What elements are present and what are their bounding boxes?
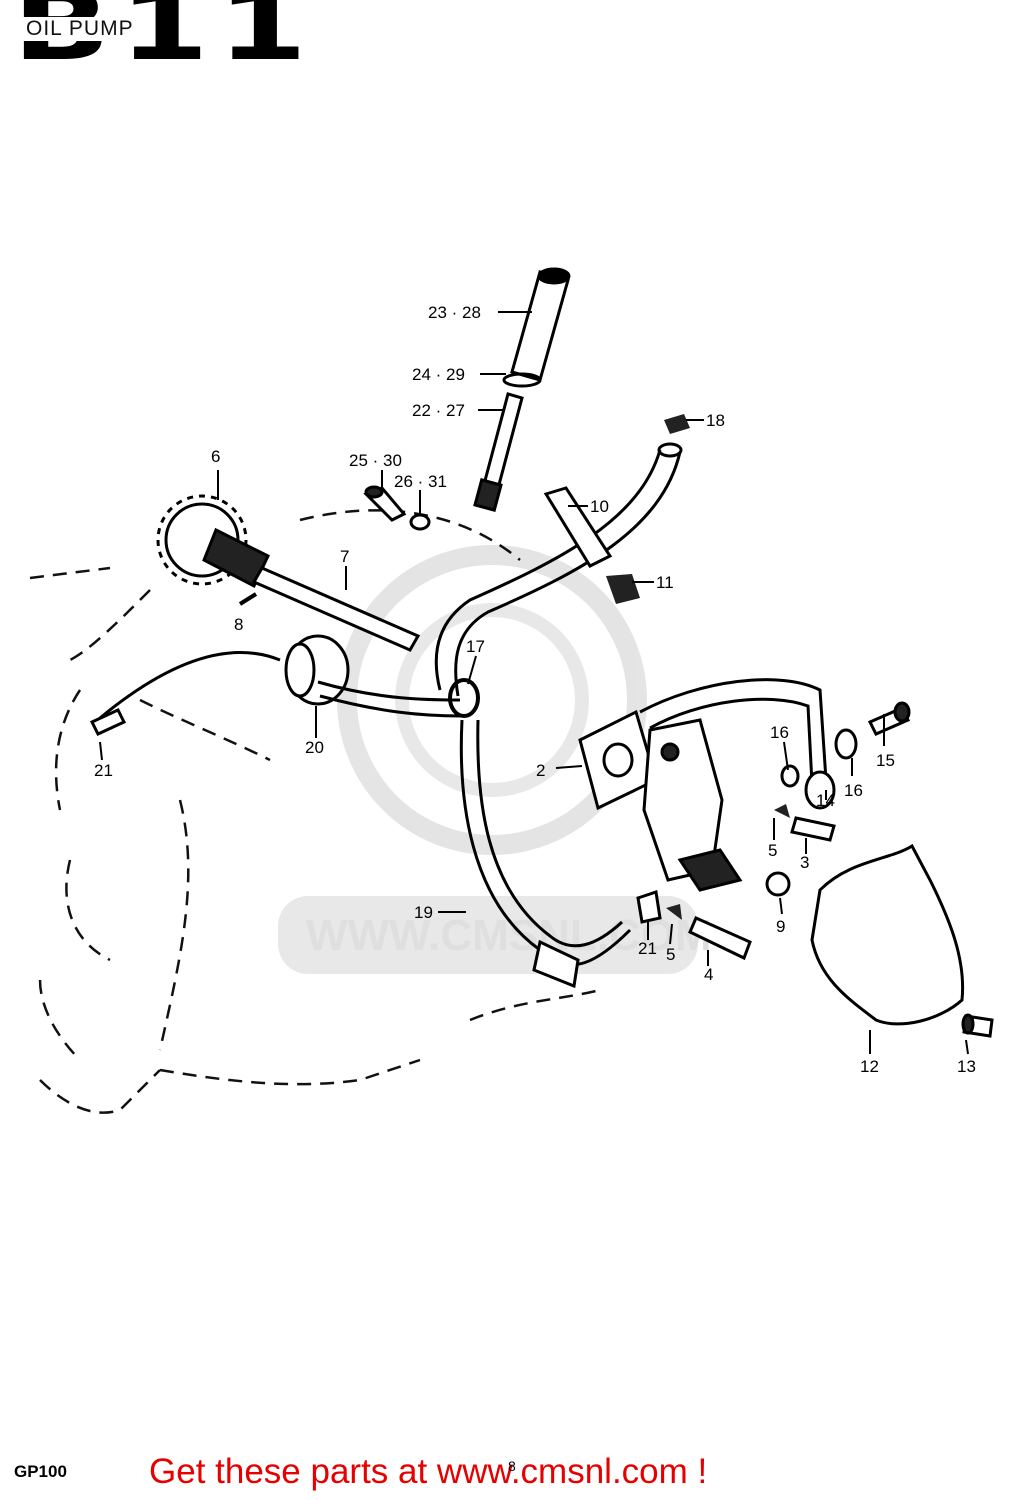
label-3: 3 (800, 853, 809, 872)
part-23-28-tube (510, 267, 571, 382)
part-labels: 23 · 28 24 · 29 22 · 27 18 25 · 30 26 · … (94, 303, 976, 1076)
label-7: 7 (340, 547, 349, 566)
leader-lines (99, 311, 969, 1055)
part-7-shaft (251, 566, 421, 652)
oil-hose-upper (434, 442, 683, 697)
label-8: 8 (234, 615, 243, 634)
label-4: 4 (704, 965, 713, 984)
part-4-screw (688, 916, 752, 961)
section-title: OIL PUMP (22, 17, 138, 41)
label-10: 10 (590, 497, 609, 516)
part-22-27-hose (473, 392, 524, 512)
oil-pipe-right (639, 678, 828, 785)
label-19: 19 (414, 903, 433, 922)
oil-pump-body (642, 718, 743, 892)
part-6-gear (156, 494, 270, 589)
label-17: 17 (466, 637, 485, 656)
part-5-washer-lower (666, 904, 682, 920)
part-21-dowel-left (89, 708, 127, 736)
label-5-upper: 5 (768, 841, 777, 860)
label-16-right: 16 (844, 781, 863, 800)
part-26-31-washer (409, 513, 431, 531)
label-12: 12 (860, 1057, 879, 1076)
part-18-clip (664, 414, 690, 434)
part-11-nut (606, 574, 640, 604)
label-21-lower: 21 (638, 939, 657, 958)
label-6: 6 (211, 447, 220, 466)
page-number: 8 (508, 1458, 516, 1474)
part-10-banjo (543, 486, 613, 568)
part-19-hose (459, 719, 632, 989)
label-25-30: 25 · 30 (349, 451, 402, 470)
part-20-seal (284, 634, 350, 706)
part-13-screw (961, 1013, 994, 1038)
label-20: 20 (305, 738, 324, 757)
label-13: 13 (957, 1057, 976, 1076)
label-9: 9 (776, 917, 785, 936)
label-24-29: 24 · 29 (412, 365, 465, 384)
label-21-left: 21 (94, 761, 113, 780)
part-8-pin (238, 592, 258, 606)
part-16-washer-left (780, 764, 800, 788)
label-14: 14 (816, 791, 835, 810)
label-15: 15 (876, 751, 895, 770)
label-2: 2 (536, 761, 545, 780)
part-25-30-bolt (363, 485, 407, 522)
label-22-27: 22 · 27 (412, 401, 465, 420)
part-21-dowel-lower (636, 890, 662, 924)
part-24-29-oring (502, 372, 542, 388)
part-16-washer-right (834, 728, 858, 760)
part-3-bolt (790, 816, 836, 842)
model-name: GP100 (14, 1462, 67, 1481)
label-26-31: 26 · 31 (394, 472, 447, 491)
part-9-plug (765, 871, 791, 897)
label-23-28: 23 · 28 (428, 303, 481, 322)
part-12-cover (810, 843, 965, 1026)
label-18: 18 (706, 411, 725, 430)
part-2-gasket (578, 709, 658, 811)
part-17-clamp (448, 678, 480, 718)
part-5-washer-upper (774, 804, 790, 818)
parts-link[interactable]: Get these parts at www.cmsnl.com ! (149, 1452, 708, 1491)
label-5-lower: 5 (666, 945, 675, 964)
label-16-left: 16 (770, 723, 789, 742)
part-15-bolt (867, 701, 911, 736)
label-11: 11 (656, 573, 674, 592)
